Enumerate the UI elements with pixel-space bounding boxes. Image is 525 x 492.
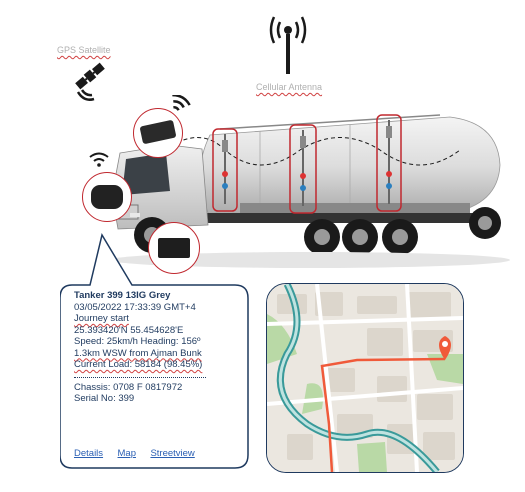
cellular-antenna-icon xyxy=(269,16,307,74)
cellular-antenna-label: Cellular Antenna xyxy=(256,82,323,92)
satellite-icon xyxy=(75,62,105,101)
info-callout: Tanker 399 13IG Grey 03/05/2022 17:33:39… xyxy=(74,290,214,405)
details-link[interactable]: Details xyxy=(74,448,104,459)
wifi-icon xyxy=(172,95,191,111)
coordinates: 25.393420'N 55.454628'E xyxy=(74,324,184,336)
event-status: Journey start xyxy=(74,313,129,324)
timestamp: 03/05/2022 17:33:39 GMT+4 xyxy=(74,301,196,313)
callout-links: Details Map Streetview xyxy=(74,443,195,461)
vehicle-title: Tanker 399 13IG Grey xyxy=(74,290,171,301)
divider xyxy=(74,376,206,378)
tracker-device-2 xyxy=(82,172,132,222)
chassis-number: Chassis: 0708 F 0817972 xyxy=(74,381,183,393)
serial-number: Serial No: 399 xyxy=(74,393,135,404)
speed-heading: Speed: 25km/h Heading: 156º xyxy=(74,336,201,347)
wifi-icon-small xyxy=(89,152,109,167)
sensor-probe-2 xyxy=(289,124,317,214)
location-text: 1.3km WSW from Ajman Bunk xyxy=(74,347,202,359)
signal-path xyxy=(164,137,461,166)
location-pin-icon xyxy=(439,336,451,360)
tracker-device-1 xyxy=(133,108,183,158)
tracker-device-3 xyxy=(148,222,200,274)
sensor-probe-3 xyxy=(376,114,402,212)
streetview-link[interactable]: Streetview xyxy=(150,448,195,459)
sensor-probe-1 xyxy=(212,128,238,212)
current-load: Current Load: 58184 (98.45%) xyxy=(74,359,203,370)
street-map[interactable] xyxy=(267,284,463,472)
map-panel[interactable] xyxy=(266,283,464,473)
gps-satellite-label: GPS Satellite xyxy=(57,45,111,55)
info-callout-shape xyxy=(60,233,249,469)
route-line xyxy=(320,357,446,472)
map-link[interactable]: Map xyxy=(117,448,136,459)
